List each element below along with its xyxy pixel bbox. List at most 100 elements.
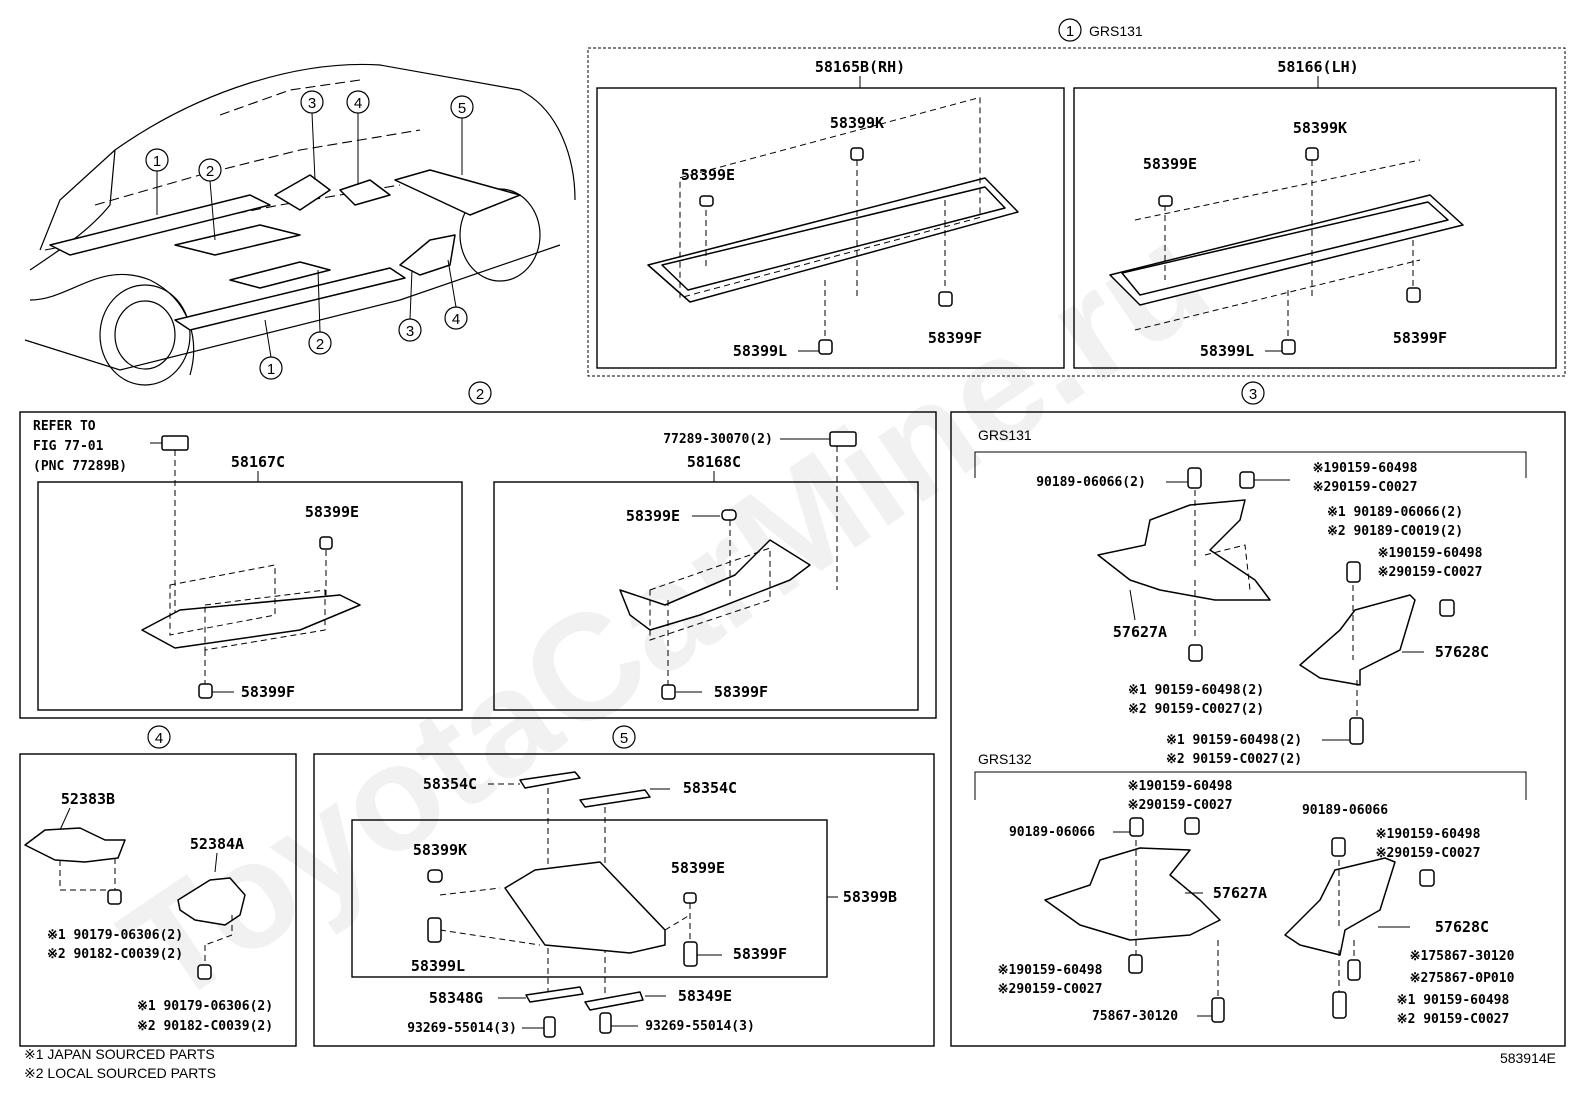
- part-58399e-right: 58399E: [626, 507, 680, 525]
- section-5: 5 58354C 58354C 58399K 58399L 58399E 583…: [313, 725, 935, 1047]
- s4-right-nut-line1: ※1 90179-06306(2): [137, 999, 273, 1014]
- part-58165b-rh-label: 58165B(RH): [815, 58, 905, 76]
- svg-text:3: 3: [308, 95, 316, 112]
- part-58167c-label: 58167C: [231, 453, 285, 471]
- callout-5-top: 5: [450, 95, 474, 175]
- s3a-bolt4-line1: ※1 90159-60498(2): [1166, 733, 1302, 748]
- callout-3-top: 3: [300, 90, 324, 181]
- section-4-number: 4: [155, 730, 163, 747]
- section-4: 4 52383B ※1 90179-06306(2) ※2 90182-C003…: [19, 725, 297, 1047]
- footnote-local: ※2 LOCAL SOURCED PARTS: [24, 1065, 216, 1081]
- s5-bolt-left: 93269-55014(3): [407, 1021, 517, 1036]
- s5-part-58354c-left: 58354C: [423, 775, 477, 793]
- part-58399e-lh: 58399E: [1143, 155, 1197, 173]
- section-2: 2 REFER TO FIG 77-01 (PNC 77289B) 58167C…: [19, 381, 937, 719]
- section-3: 3 GRS131 90189-06066(2) ※190159-60498 ※2…: [950, 381, 1566, 1047]
- s3b-nut-label: 90189-06066: [1009, 825, 1095, 840]
- part-58399l-lh: 58399L: [1200, 342, 1254, 360]
- part-58399e-rh: 58399E: [681, 166, 735, 184]
- part-58399e-left: 58399E: [305, 503, 359, 521]
- svg-text:3: 3: [406, 323, 414, 340]
- svg-text:1: 1: [153, 153, 161, 170]
- part-58399k-rh: 58399K: [830, 114, 884, 132]
- s3b-nut-right-label: 90189-06066: [1302, 803, 1388, 818]
- s3b-bolt3-line1: ※190159-60498: [998, 963, 1103, 978]
- s4-part-52384a: 52384A: [190, 835, 244, 853]
- section-2-number: 2: [476, 386, 484, 403]
- callout-1-bottom: 1: [259, 319, 283, 380]
- callout-1-top: 1: [145, 148, 169, 215]
- s3a-nut2-line2: ※2 90189-C0019(2): [1327, 524, 1463, 539]
- s3a-bolt3-line1: ※1 90159-60498(2): [1128, 683, 1264, 698]
- svg-text:5: 5: [458, 100, 466, 117]
- s3a-nut2-line1: ※1 90189-06066(2): [1327, 505, 1463, 520]
- section-3-number: 3: [1249, 386, 1257, 403]
- s4-left-nut-line2: ※2 90182-C0039(2): [47, 947, 183, 962]
- part-58166-lh-label: 58166(LH): [1277, 58, 1358, 76]
- s3b-bolt4-line1: ※1 90159-60498: [1397, 993, 1510, 1008]
- s3b-bolt1-line1: ※190159-60498: [1128, 779, 1233, 794]
- diagram-code: 583914E: [1500, 1050, 1556, 1066]
- s3b-clip-line3: 75867-30120: [1092, 1009, 1178, 1024]
- s5-part-58399e: 58399E: [671, 859, 725, 877]
- s3b-bolt3-line2: ※290159-C0027: [998, 982, 1103, 997]
- s5-part-58354c-right: 58354C: [683, 779, 737, 797]
- s3a-bolt2-line1: ※190159-60498: [1378, 546, 1483, 561]
- svg-text:2: 2: [316, 336, 324, 353]
- callout-2-top: 2: [198, 158, 222, 241]
- s5-part-58399k: 58399K: [413, 841, 467, 859]
- part-58168c-label: 58168C: [687, 453, 741, 471]
- section-1-variant: GRS131: [1089, 23, 1143, 39]
- svg-text:1: 1: [267, 361, 275, 378]
- s5-bolt-right: 93269-55014(3): [645, 1019, 755, 1034]
- s5-part-58349e: 58349E: [678, 987, 732, 1005]
- s3a-part-57628c: 57628C: [1435, 643, 1489, 661]
- callout-2-bottom: 2: [308, 269, 332, 355]
- part-58399f-left: 58399F: [241, 683, 295, 701]
- svg-text:2: 2: [206, 163, 214, 180]
- vehicle-overview: [24, 63, 576, 386]
- part-77289-30070-label: 77289-30070(2): [663, 432, 773, 447]
- s3b-clip-line1: ※175867-30120: [1410, 949, 1515, 964]
- part-58399k-lh: 58399K: [1293, 119, 1347, 137]
- part-58399f-lh: 58399F: [1393, 329, 1447, 347]
- section-3-variant-a: GRS131: [978, 427, 1032, 443]
- s4-right-nut-line2: ※2 90182-C0039(2): [137, 1019, 273, 1034]
- s3b-bolt2-line2: ※290159-C0027: [1376, 846, 1481, 861]
- svg-text:4: 4: [452, 311, 460, 328]
- s3a-bolt4-line2: ※2 90159-C0027(2): [1166, 752, 1302, 767]
- overview-callouts: 1 2 3 4 5 1 2 3 4: [145, 90, 474, 380]
- s3a-bolt3-line2: ※2 90159-C0027(2): [1128, 702, 1264, 717]
- s3b-bolt4-line2: ※2 90159-C0027: [1397, 1012, 1510, 1027]
- s3a-part-57627a: 57627A: [1113, 623, 1167, 641]
- section-3-variant-b: GRS132: [978, 751, 1032, 767]
- s3b-bolt1-line2: ※290159-C0027: [1128, 798, 1233, 813]
- callout-4-bottom: 4: [444, 259, 468, 330]
- refer-to-line1: REFER TO: [33, 419, 96, 434]
- s5-part-58348g: 58348G: [429, 989, 483, 1007]
- s3b-clip-line2: ※275867-0P010: [1410, 971, 1515, 986]
- part-58399f-rh: 58399F: [928, 329, 982, 347]
- s5-part-58399f: 58399F: [733, 945, 787, 963]
- section-5-number: 5: [620, 730, 628, 747]
- section-1-number: 1: [1066, 23, 1074, 40]
- footnote-japan: ※1 JAPAN SOURCED PARTS: [24, 1046, 215, 1062]
- s3b-part-57628c: 57628C: [1435, 918, 1489, 936]
- s3a-bolt1-line2: ※290159-C0027: [1313, 480, 1418, 495]
- refer-to-line3: (PNC 77289B): [33, 459, 127, 474]
- s3b-bolt2-line1: ※190159-60498: [1376, 827, 1481, 842]
- s3a-bolt1-line1: ※190159-60498: [1313, 461, 1418, 476]
- refer-to-line2: FIG 77-01: [33, 439, 104, 454]
- part-58399f-right: 58399F: [714, 683, 768, 701]
- section-1: 1 GRS131 58165B(RH) 58166(LH) 58399K 583…: [587, 18, 1566, 377]
- s3b-part-57627a: 57627A: [1213, 884, 1267, 902]
- svg-text:4: 4: [354, 95, 362, 112]
- s5-part-58399b: 58399B: [843, 888, 897, 906]
- s5-part-58399l: 58399L: [411, 957, 465, 975]
- s3a-bolt2-line2: ※290159-C0027: [1378, 565, 1483, 580]
- s4-part-52383b: 52383B: [61, 790, 115, 808]
- callout-4-top: 4: [346, 90, 370, 185]
- s3a-nut-label: 90189-06066(2): [1036, 475, 1146, 490]
- callout-3-bottom: 3: [398, 269, 422, 342]
